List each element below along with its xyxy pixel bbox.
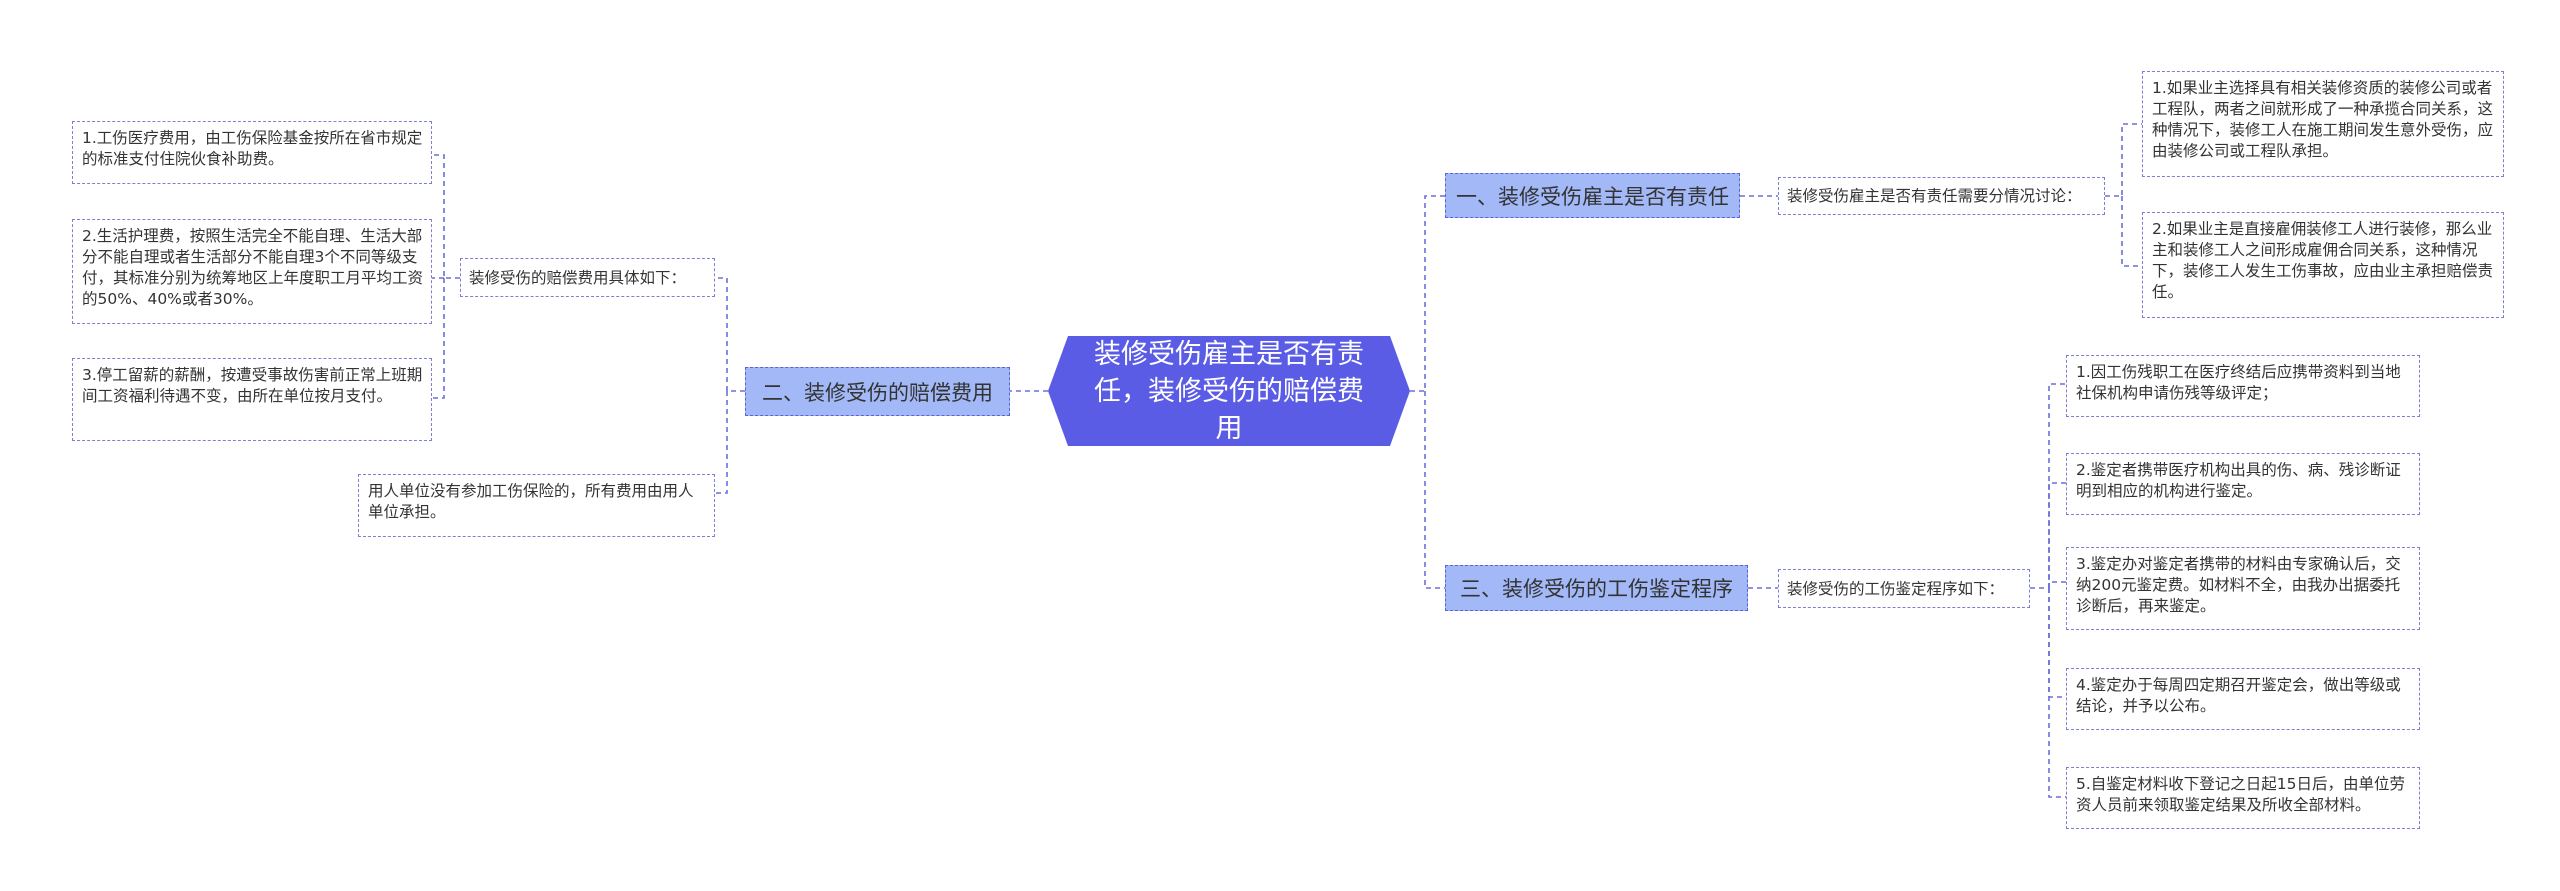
- leaf-employer-liability-1[interactable]: 1.如果业主选择具有相关装修资质的装修公司或者工程队，两者之间就形成了一种承揽合…: [2142, 71, 2504, 177]
- sub-employer-liability[interactable]: 装修受伤雇主是否有责任需要分情况讨论：: [1778, 177, 2105, 215]
- branch-employer-liability[interactable]: 一、装修受伤雇主是否有责任: [1445, 173, 1740, 218]
- leaf-employer-liability-2[interactable]: 2.如果业主是直接雇佣装修工人进行装修，那么业主和装修工人之间形成雇佣合同关系，…: [2142, 212, 2504, 318]
- leaf-assessment-step-3[interactable]: 3.鉴定办对鉴定者携带的材料由专家确认后，交纳200元鉴定费。如材料不全，由我办…: [2066, 547, 2420, 630]
- leaf-assessment-step-4[interactable]: 4.鉴定办于每周四定期召开鉴定会，做出等级或结论，并予以公布。: [2066, 668, 2420, 730]
- leaf-assessment-step-2[interactable]: 2.鉴定者携带医疗机构出具的伤、病、残诊断证明到相应的机构进行鉴定。: [2066, 453, 2420, 515]
- sub-injury-assessment[interactable]: 装修受伤的工伤鉴定程序如下：: [1778, 569, 2030, 608]
- sub-label: 装修受伤的工伤鉴定程序如下：: [1787, 579, 2005, 598]
- sub-label: 装修受伤雇主是否有责任需要分情况讨论：: [1787, 187, 2082, 205]
- leaf-suspended-pay[interactable]: 3.停工留薪的薪酬，按遭受事故伤害前正常上班期间工资福利待遇不变，由所在单位按月…: [72, 358, 432, 441]
- leaf-assessment-step-5[interactable]: 5.自鉴定材料收下登记之日起15日后，由单位劳资人员前来领取鉴定结果及所收全部材…: [2066, 767, 2420, 829]
- root-title: 装修受伤雇主是否有责任，装修受伤的赔偿费用: [1094, 338, 1364, 444]
- leaf-nursing-costs[interactable]: 2.生活护理费，按照生活完全不能自理、生活大部分不能自理或者生活部分不能自理3个…: [72, 219, 432, 324]
- root-topic[interactable]: 装修受伤雇主是否有责任，装修受伤的赔偿费用: [1048, 336, 1410, 446]
- root-shape: [1048, 336, 1410, 446]
- extra-no-insurance[interactable]: 用人单位没有参加工伤保险的，所有费用由用人单位承担。: [358, 474, 715, 537]
- branch-injury-assessment[interactable]: 三、装修受伤的工伤鉴定程序: [1445, 565, 1748, 611]
- branch-label: 二、装修受伤的赔偿费用: [762, 380, 993, 405]
- branch-label: 一、装修受伤雇主是否有责任: [1456, 184, 1729, 209]
- sub-compensation-costs[interactable]: 装修受伤的赔偿费用具体如下：: [460, 258, 715, 297]
- leaf-assessment-step-1[interactable]: 1.因工伤残职工在医疗终结后应携带资料到当地社保机构申请伤残等级评定；: [2066, 355, 2420, 417]
- branch-label: 三、装修受伤的工伤鉴定程序: [1460, 577, 1733, 601]
- leaf-medical-costs[interactable]: 1.工伤医疗费用，由工伤保险基金按所在省市规定的标准支付住院伙食补助费。: [72, 121, 432, 184]
- branch-compensation-costs[interactable]: 二、装修受伤的赔偿费用: [745, 367, 1010, 416]
- sub-label: 装修受伤的赔偿费用具体如下：: [469, 268, 687, 287]
